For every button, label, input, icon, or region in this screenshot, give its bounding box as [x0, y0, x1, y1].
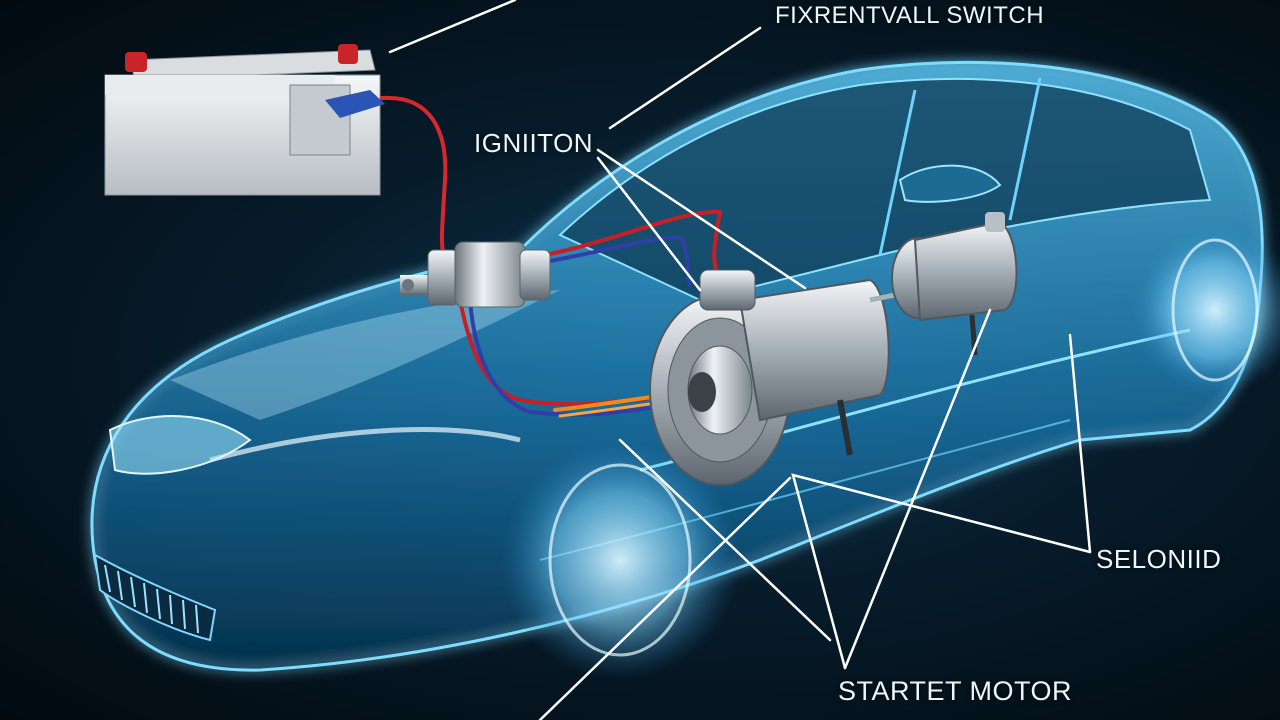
ignition-label: IGNIITON [474, 128, 594, 158]
solenoid-icon [869, 212, 1018, 356]
solenoid-label: SELONIID [1096, 544, 1222, 574]
wiring-harness [380, 95, 723, 418]
ignition-switch-icon [400, 241, 551, 308]
firewall-switch-label: FIXRENTVALL SWITCH [775, 2, 1045, 29]
battery-icon [104, 44, 385, 196]
battery-terminal-negative [338, 44, 358, 64]
starter-motor-label: STARTET MOTOR [838, 676, 1073, 706]
starter-motor-icon [649, 269, 890, 486]
battery-connector [325, 90, 385, 118]
grille [93, 553, 217, 642]
front-wheel [500, 440, 740, 680]
battery-terminal-positive [125, 52, 147, 72]
rear-wheel [1130, 225, 1280, 395]
leader-lines [388, 0, 1092, 720]
